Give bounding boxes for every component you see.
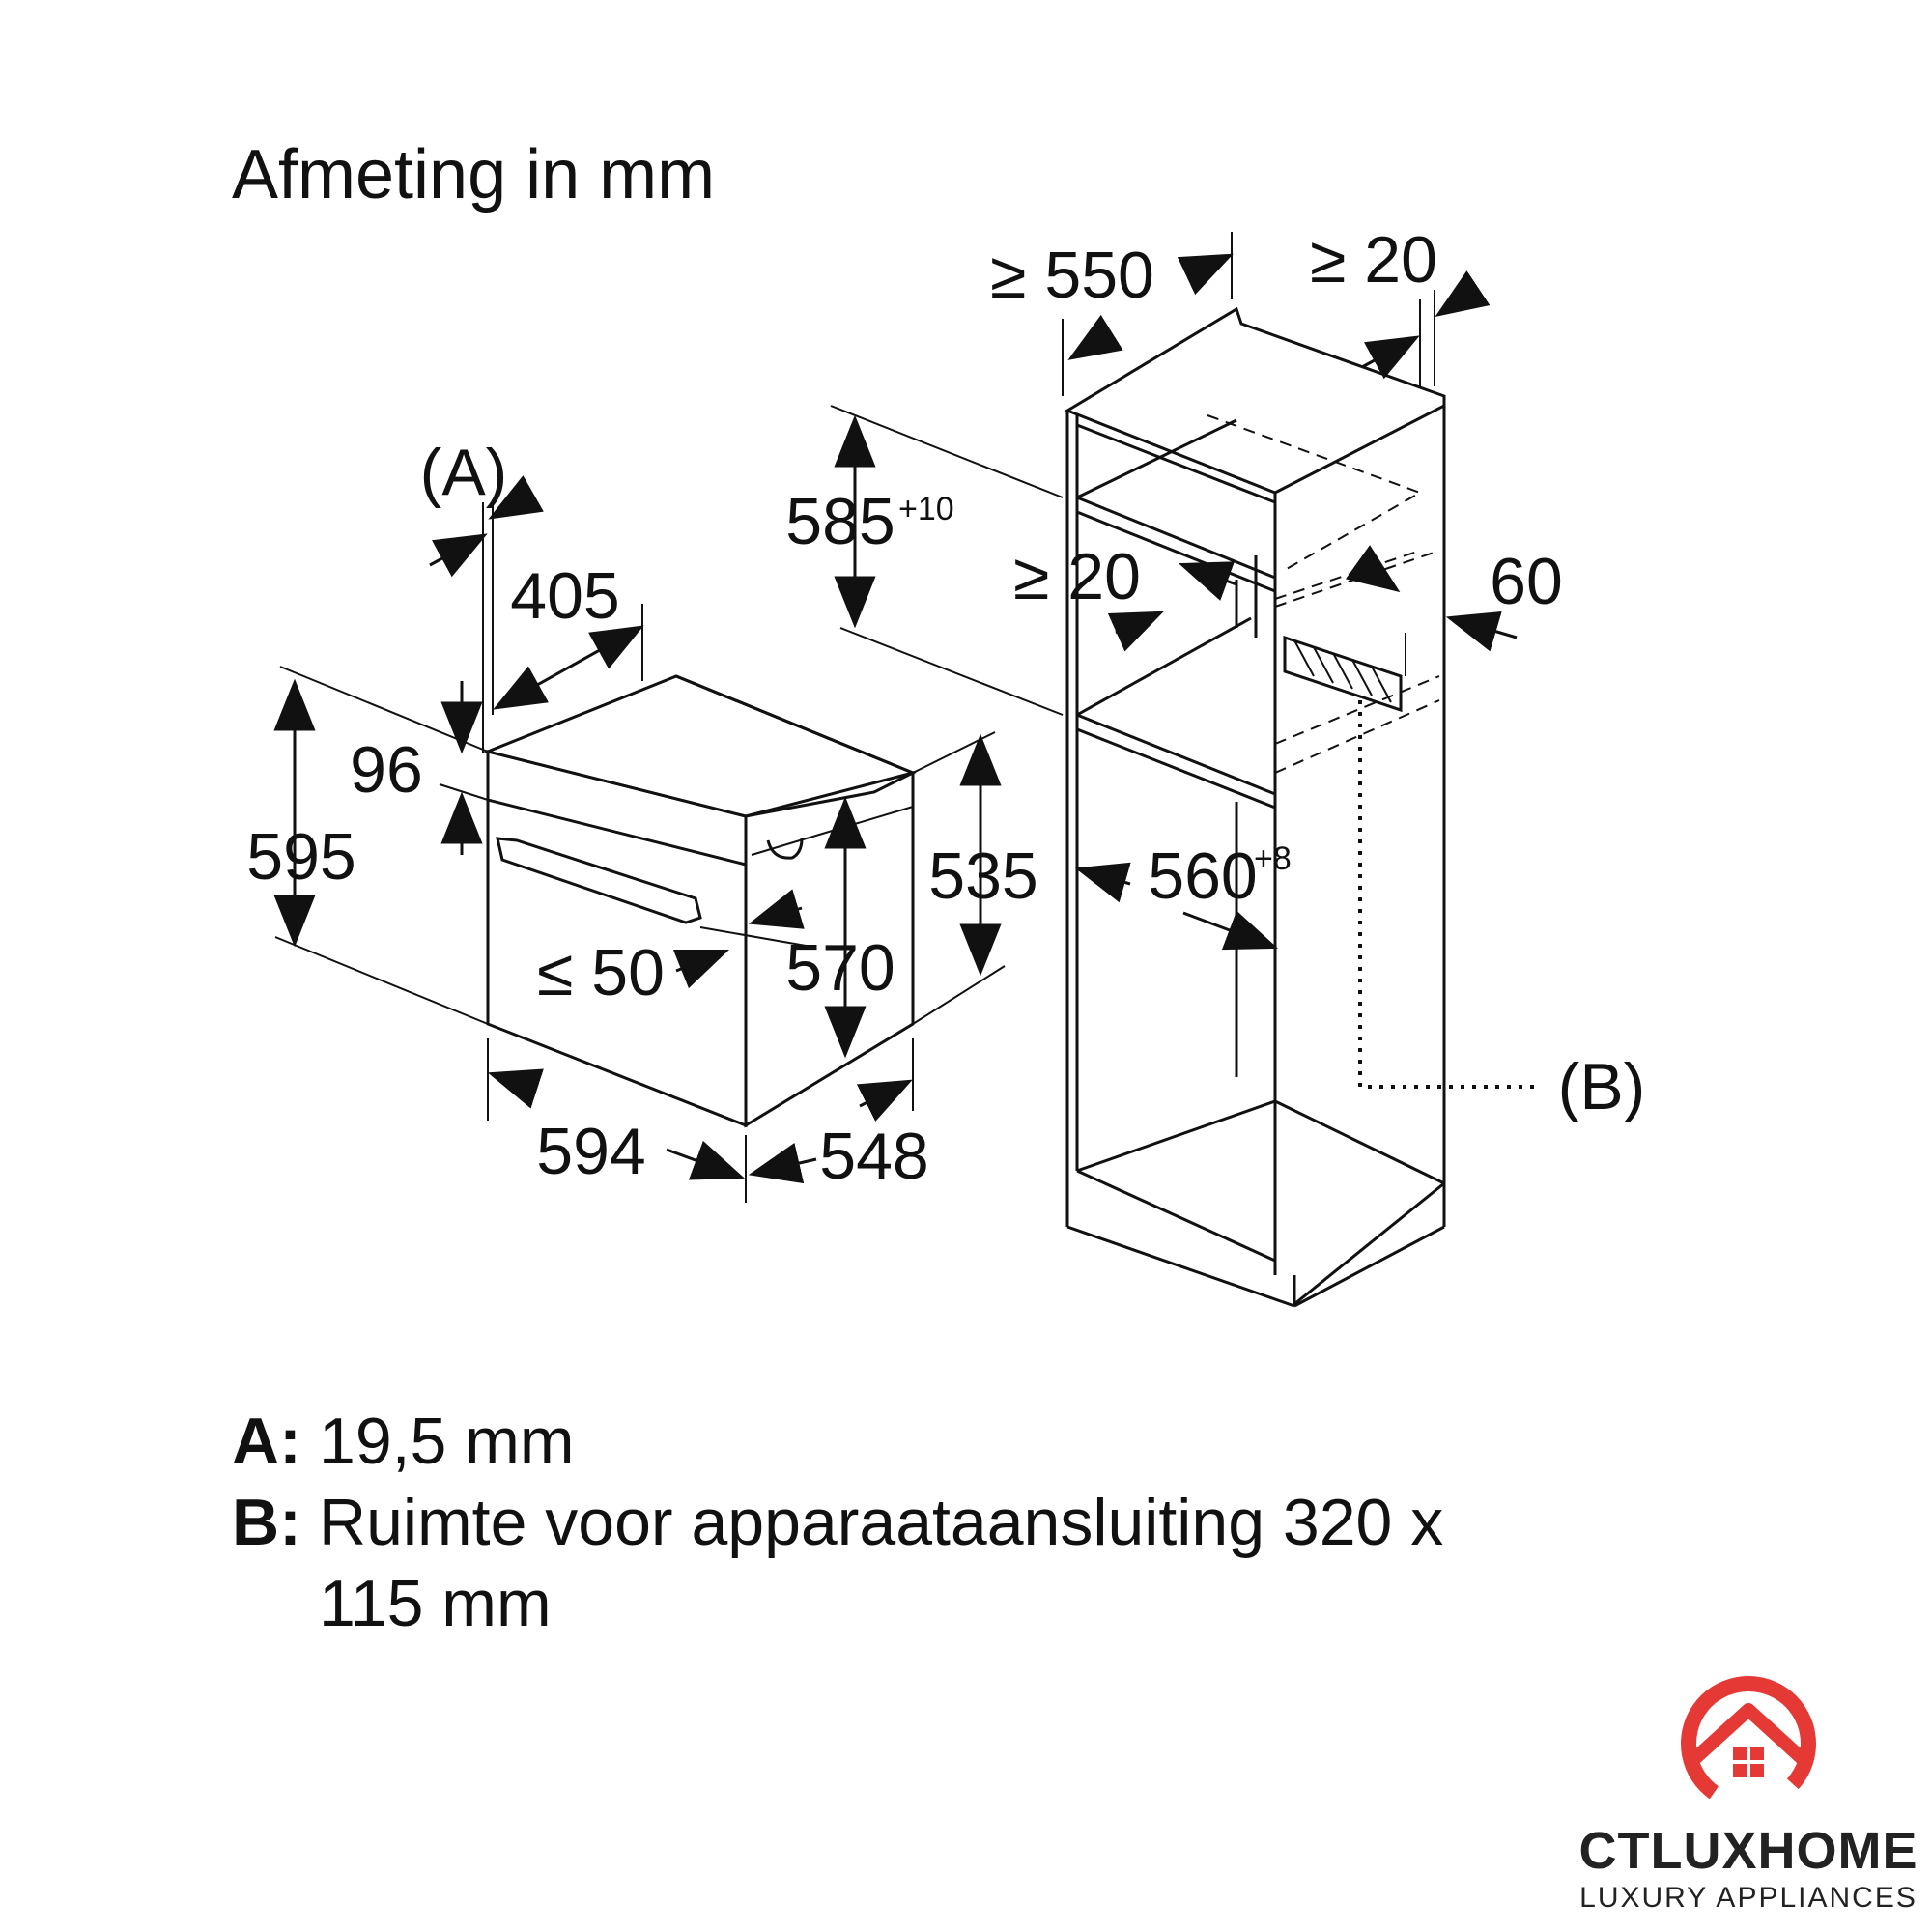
dim-cabinet-depth: ≥ 550 [990, 239, 1154, 312]
legend-value: 19,5 mm [319, 1405, 575, 1478]
dim-60: 60 [1490, 545, 1563, 618]
dim-594: 594 [536, 1115, 645, 1188]
oven-panel-line [487, 798, 747, 867]
legend: A: 19,5 mm B: Ruimte voor apparaataanslu… [232, 1401, 1443, 1644]
dim-595: 595 [246, 820, 355, 894]
brand-logo: CTLUXHOME LUXURY APPLIANCES [1565, 1662, 1932, 1932]
cabinet-dimensions [830, 232, 1518, 951]
dim-cabinet-back-gap: ≥ 20 [1310, 223, 1437, 297]
oven-top [483, 674, 917, 818]
legend-row-b: B: Ruimte voor apparaataansluiting 320 x… [232, 1482, 1443, 1644]
dim-585: 585 [785, 485, 895, 558]
legend-row-a: A: 19,5 mm [232, 1401, 1443, 1482]
dim-585-tol: +10 [898, 491, 954, 527]
legend-value: Ruimte voor apparaataansluiting 320 x 11… [319, 1486, 1444, 1640]
legend-key: A: [232, 1405, 301, 1478]
dim-570: 570 [785, 931, 895, 1005]
oven-handle [496, 837, 702, 924]
page-title: Afmeting in mm [232, 136, 716, 213]
cabinet-drawing [1064, 306, 1536, 1308]
brand-tagline: LUXURY APPLIANCES [1579, 1882, 1918, 1914]
dim-405: 405 [510, 559, 619, 633]
connection-space-path [1358, 700, 1536, 1089]
vent-opening [1283, 635, 1403, 713]
dim-560: 560 [1148, 839, 1257, 913]
cabinet-top [1064, 306, 1446, 495]
dim-548: 548 [819, 1120, 928, 1193]
dim-line-405 [493, 625, 644, 710]
dim-shelf-gap: ≥ 20 [1013, 540, 1141, 613]
dim-535: 535 [928, 839, 1037, 913]
oven-drawing [483, 674, 917, 1128]
dim-560-tol: +8 [1254, 840, 1292, 877]
label-b: (B) [1558, 1050, 1646, 1123]
dim-door-gap: ≤ 50 [537, 936, 665, 1009]
legend-key: B: [232, 1486, 301, 1559]
house-logo-icon [1681, 1676, 1816, 1811]
label-a: (A) [420, 436, 508, 509]
dim-96: 96 [350, 733, 423, 807]
brand-name: CTLUXHOME [1578, 1822, 1918, 1880]
oven-dimensions [273, 475, 1006, 1203]
